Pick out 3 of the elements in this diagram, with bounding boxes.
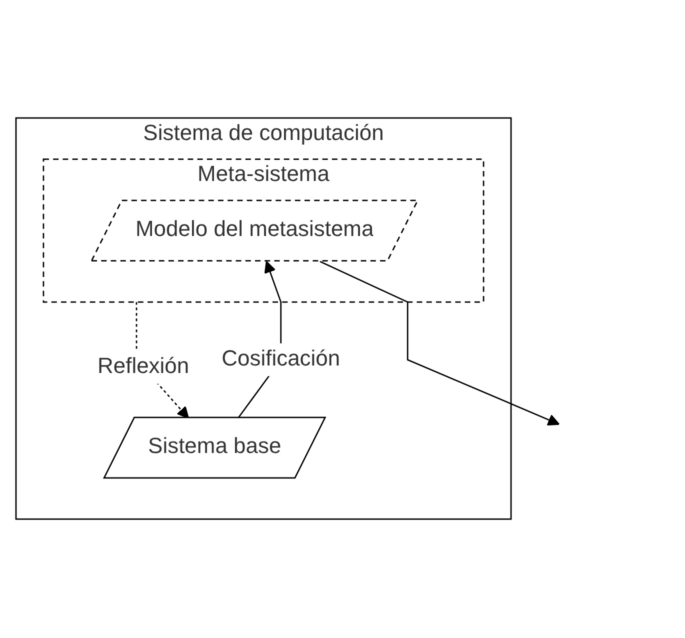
edge-label: Reflexión <box>97 355 190 379</box>
edge-label: Cosificación <box>222 348 340 372</box>
arrow <box>320 261 560 426</box>
